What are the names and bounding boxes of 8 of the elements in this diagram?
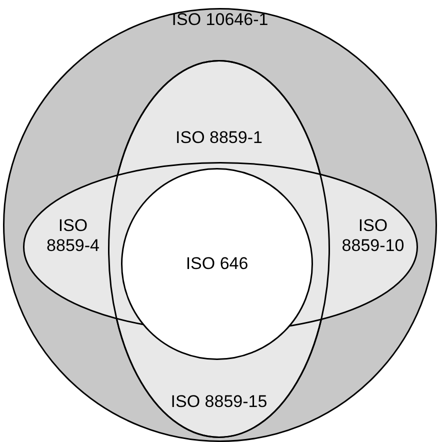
set-label: ISO 10646-1 [170, 10, 270, 30]
set-label: ISO 8859-1 [174, 128, 264, 148]
set-label: ISO 8859-4 [46, 216, 100, 256]
inner-set-circle [121, 168, 313, 360]
set-label: ISO 8859-10 [340, 216, 406, 256]
set-label: ISO 646 [184, 254, 250, 274]
set-label: ISO 8859-15 [170, 392, 268, 412]
outer-set-circle [3, 8, 437, 442]
